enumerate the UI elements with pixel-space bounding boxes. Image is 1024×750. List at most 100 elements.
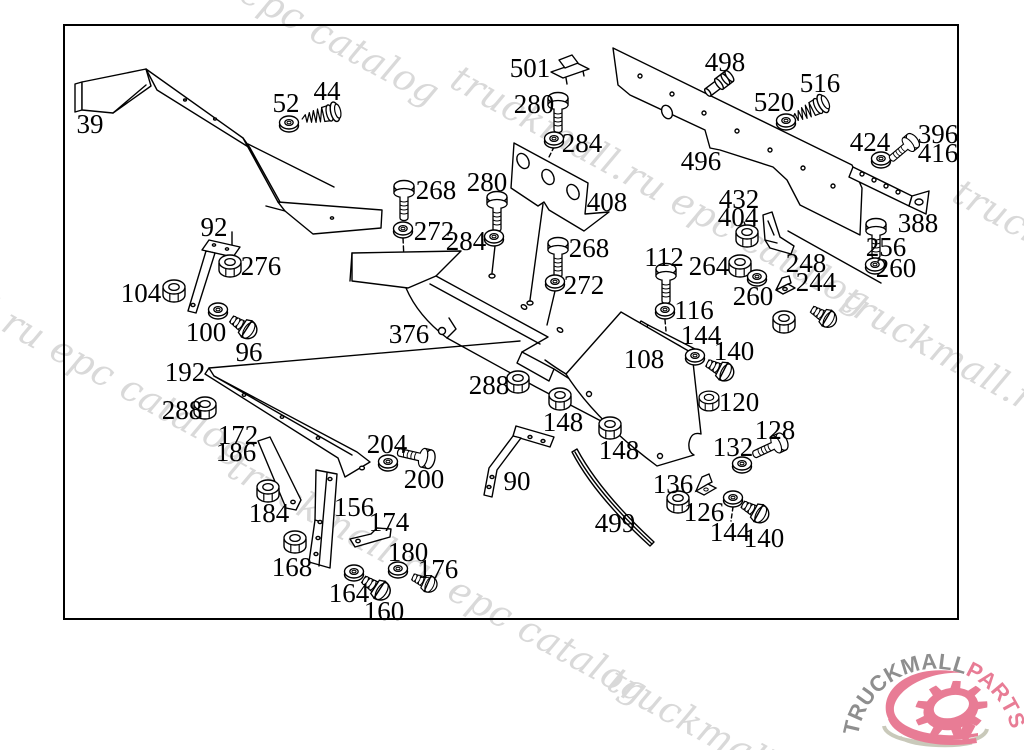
part-284b-washer: [483, 229, 505, 247]
callout-136: 136: [653, 469, 694, 499]
callout-148a: 148: [543, 407, 584, 437]
callout-288b: 288: [469, 370, 510, 400]
callout-268a: 268: [416, 175, 457, 205]
callout-499: 499: [595, 508, 636, 538]
logo-gear-tab: [957, 720, 976, 742]
callout-116: 116: [674, 295, 714, 325]
callout-268b: 268: [569, 233, 610, 263]
part-144a-washer: [684, 348, 706, 366]
part-498-stud: [703, 70, 735, 97]
callout-248: 248: [786, 248, 827, 278]
callout-layer: 39 52 44 501 280 284 498 516 520 424 396…: [77, 47, 959, 626]
logo-truckmallparts: TRUCKMALLPARTS: [838, 649, 1024, 748]
part-144b-washer: [722, 490, 744, 508]
callout-272a: 272: [414, 216, 455, 246]
callout-432: 432: [719, 184, 760, 214]
callout-108: 108: [624, 344, 665, 374]
callout-244: 244: [796, 267, 837, 297]
part-501-clip: [550, 54, 590, 85]
callout-284a: 284: [562, 128, 603, 158]
part-272a-washer: [392, 221, 414, 239]
callout-256: 256: [866, 232, 907, 262]
part-404-bracket: [762, 211, 795, 255]
callout-164: 164: [329, 578, 370, 608]
callout-52: 52: [273, 88, 300, 118]
logo-swoosh: [885, 670, 978, 746]
part-quarter-panel: [544, 311, 702, 467]
callout-280b: 280: [467, 167, 508, 197]
callout-156: 156: [334, 492, 375, 522]
callout-126: 126: [684, 497, 725, 527]
part-136-clip: [695, 473, 717, 496]
callout-396: 396: [918, 119, 959, 149]
part-244-clip: [775, 275, 796, 295]
part-272b-washer: [544, 274, 566, 292]
callout-184: 184: [249, 498, 290, 528]
part-172-strip: [257, 436, 302, 511]
callout-140a: 140: [714, 336, 755, 366]
callout-204: 204: [367, 429, 408, 459]
part-280b-bolt: [486, 190, 508, 233]
callout-200: 200: [404, 464, 445, 494]
part-276-nut: [218, 254, 242, 278]
part-284a-washer: [543, 131, 565, 149]
callout-192: 192: [165, 357, 206, 387]
callout-520: 520: [754, 87, 795, 117]
callout-160: 160: [364, 596, 405, 626]
callout-100: 100: [186, 317, 227, 347]
callout-186: 186: [216, 437, 257, 467]
part-52-washer: [278, 115, 300, 133]
part-264b-nut: [772, 310, 796, 334]
part-496-panel: [612, 47, 863, 236]
callout-388: 388: [898, 208, 939, 238]
part-376-bracket: [349, 250, 618, 422]
callout-120: 120: [719, 387, 760, 417]
part-268a-bolt: [393, 179, 415, 222]
callout-39: 39: [77, 109, 104, 139]
callout-140b: 140: [744, 523, 785, 553]
part-499-strip: [571, 448, 655, 547]
callout-174: 174: [369, 507, 410, 537]
callout-144b: 144: [710, 517, 751, 547]
part-104-nut: [162, 279, 186, 303]
callout-112: 112: [644, 242, 684, 272]
callout-424: 424: [850, 127, 891, 157]
callout-264a: 264: [689, 251, 730, 281]
callout-272b: 272: [564, 270, 605, 300]
callout-516: 516: [800, 68, 841, 98]
callout-408: 408: [587, 187, 628, 217]
part-39-bracket-rail: [74, 68, 383, 235]
part-90-bracket: [483, 425, 555, 498]
callout-280a: 280: [514, 89, 555, 119]
callout-96: 96: [236, 337, 263, 367]
callout-501: 501: [510, 53, 551, 83]
parts-layer: [74, 47, 930, 569]
callout-260a: 260: [733, 281, 774, 311]
part-120-nut: [698, 390, 720, 412]
callout-172: 172: [218, 420, 259, 450]
callout-90: 90: [504, 466, 531, 496]
callout-180: 180: [388, 537, 429, 567]
part-288b-nut: [506, 370, 530, 394]
callout-496: 496: [681, 146, 722, 176]
callout-176: 176: [418, 554, 459, 584]
callout-404: 404: [718, 202, 759, 232]
diagram-border: [63, 24, 959, 620]
part-174-strip: [349, 527, 392, 548]
callout-288a: 288: [162, 395, 203, 425]
callout-104: 104: [121, 278, 162, 308]
callout-44: 44: [314, 76, 342, 106]
part-192-rail: [204, 367, 371, 478]
callout-276: 276: [241, 251, 282, 281]
callout-168: 168: [272, 552, 313, 582]
callout-376: 376: [389, 319, 430, 349]
part-388-strip: [848, 166, 930, 215]
watermark-text: truckmall.ru epc catalog: [834, 278, 1024, 545]
part-408-panel: [510, 142, 610, 232]
callout-148b: 148: [599, 435, 640, 465]
logo-gear: [915, 680, 988, 737]
part-156-channel: [308, 469, 338, 569]
callout-416: 416: [918, 138, 959, 168]
callout-260b: 260: [876, 253, 917, 283]
